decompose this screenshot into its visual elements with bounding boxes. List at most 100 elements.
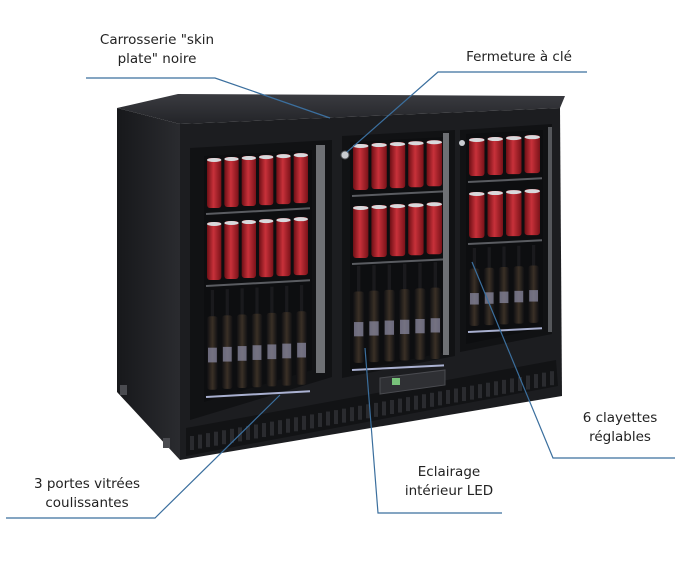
leader-line-body (86, 77, 331, 119)
door-handle-middle[interactable] (443, 133, 449, 355)
vent-slot (390, 400, 394, 414)
can (293, 217, 308, 276)
can (389, 204, 406, 257)
bottle-neck (517, 245, 521, 269)
door-lock[interactable] (459, 140, 465, 146)
door-handle-right[interactable] (548, 127, 552, 332)
can (371, 205, 387, 258)
vent-slot (246, 425, 250, 440)
can (207, 221, 222, 280)
vent-slot (342, 408, 346, 423)
vent-slot (430, 392, 434, 407)
callout-doors-line1: 3 portes vitrées (33, 476, 141, 492)
vent-slot (350, 407, 354, 422)
vent-slot (486, 382, 490, 397)
vent-slot (302, 415, 306, 430)
bottle-label (252, 345, 262, 360)
door-handle-left[interactable] (316, 145, 325, 373)
led-strip (205, 390, 311, 398)
vent-slot (470, 385, 474, 400)
can (241, 220, 256, 279)
can-top (276, 218, 291, 223)
bottle-label (297, 342, 306, 358)
can (469, 191, 485, 238)
led-strip (467, 327, 543, 333)
vent-slot (366, 404, 370, 419)
vent-slot (526, 375, 530, 390)
bottle-label (430, 318, 440, 333)
bottle-neck (531, 244, 536, 268)
control-display (392, 378, 400, 385)
can-top (506, 136, 522, 141)
can (524, 135, 540, 174)
can-top (293, 153, 309, 158)
cabinet-side-panel (117, 108, 180, 460)
vent-slot (222, 430, 226, 445)
vent-slot (382, 401, 386, 416)
can-top (293, 217, 309, 222)
can-top (371, 143, 387, 148)
cabinet-foot (120, 385, 127, 395)
can-top (524, 135, 540, 140)
can (506, 136, 522, 175)
bottle-neck (487, 247, 491, 271)
vent-slot (406, 397, 410, 412)
vent-slot (310, 414, 314, 429)
bottle-label (222, 346, 232, 362)
bottle-neck (472, 247, 477, 271)
can-top (241, 156, 256, 161)
vent-slot (502, 379, 506, 394)
can-top (426, 140, 442, 145)
bottle-neck (387, 264, 392, 293)
can-top (524, 189, 540, 194)
bottle-label (499, 291, 509, 304)
can-top (259, 219, 274, 224)
can (276, 218, 291, 277)
bottle-neck (372, 265, 376, 294)
callout-lock-line1: Fermeture à clé (466, 49, 572, 65)
bottle-label (354, 322, 364, 337)
vent-slot (230, 428, 234, 443)
can-top (469, 137, 485, 142)
can (224, 220, 239, 279)
vent-slot (510, 378, 514, 393)
bottle-label (400, 319, 410, 335)
control-panel (379, 369, 446, 395)
vent-slot (454, 388, 458, 403)
vent-slots (190, 371, 554, 450)
shelf (467, 177, 543, 183)
bottle-neck (225, 289, 229, 319)
bottle-label (384, 320, 394, 335)
bottle-label (415, 318, 425, 334)
door-lock[interactable] (340, 150, 350, 160)
bottle-label (484, 292, 494, 304)
callout-lighting: Eclairage intérieur LED (394, 463, 504, 501)
vent-slot (534, 374, 538, 389)
vent-slot (286, 418, 290, 433)
callout-body-line2: plate" noire (117, 51, 197, 67)
vent-slot (358, 405, 362, 420)
callout-lighting-line1: Eclairage (417, 464, 481, 480)
bottle-neck (502, 246, 506, 270)
can-top (224, 156, 239, 161)
vent-slot (446, 389, 450, 404)
leader-line-lighting (364, 347, 502, 514)
can (487, 191, 503, 238)
vent-slot (438, 391, 442, 406)
bottle-neck (418, 262, 422, 292)
can-top (389, 142, 406, 147)
shelf (205, 207, 311, 215)
can-top (353, 143, 369, 148)
can-top (469, 191, 485, 196)
bottle-neck (402, 263, 407, 293)
can-top (276, 154, 291, 159)
can-top (207, 221, 222, 226)
vent-slot (262, 423, 266, 438)
can (293, 153, 308, 204)
can (276, 154, 291, 205)
vent-slot (478, 384, 482, 399)
can (426, 202, 442, 255)
can-top (487, 137, 503, 142)
vent-slot (462, 387, 466, 402)
